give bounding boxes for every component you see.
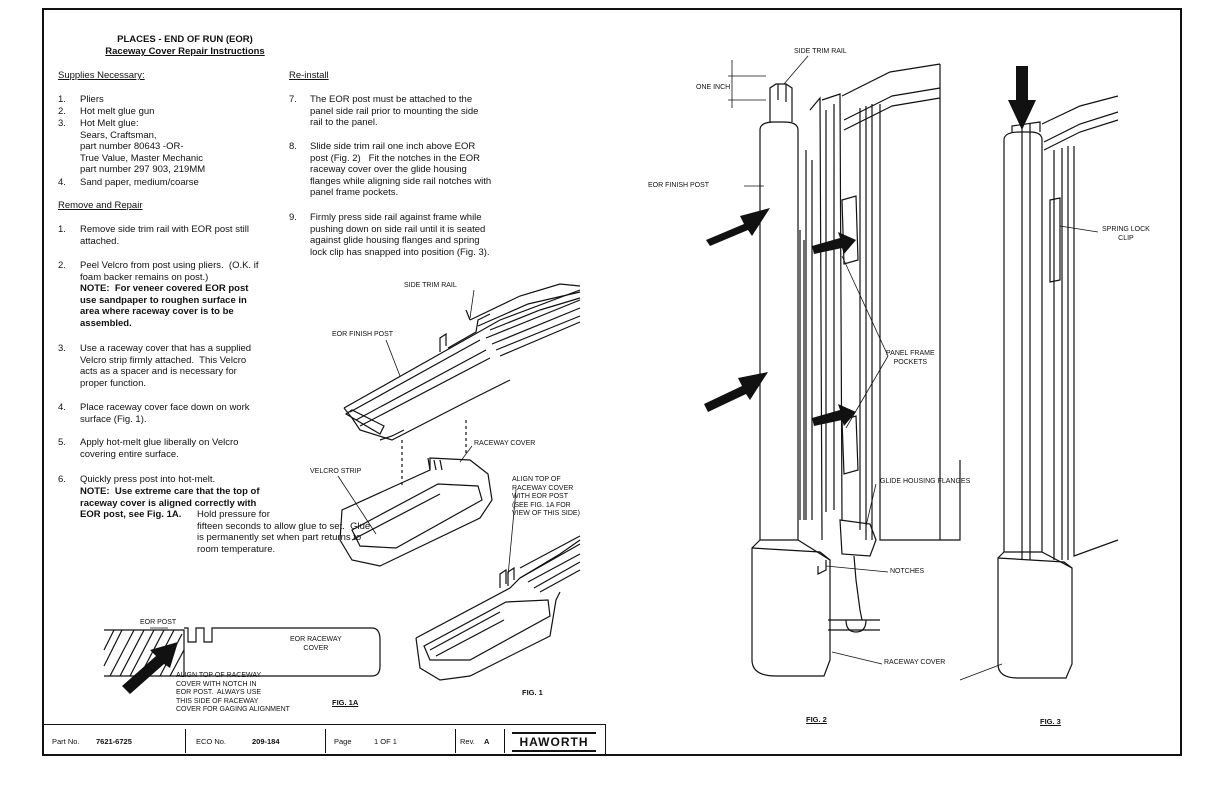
remove-step-6-note: NOTE: Use extreme care that the top of r… [80, 486, 260, 521]
fig2-arrow-pocket-2 [812, 404, 856, 426]
arrows [122, 66, 1036, 694]
fig2-label-side-trim-rail: SIDE TRIM RAIL [794, 48, 847, 55]
remove-step-4: Place raceway cover face down on work su… [80, 402, 250, 425]
fig2-arrow-upper [706, 208, 770, 246]
eco-label: ECO No. [196, 737, 227, 746]
remove-heading: Remove and Repair [58, 200, 143, 211]
supplies-item-3: Hot Melt glue: Sears, Craftsman, part nu… [80, 118, 206, 176]
fig1-assembled-drawing [415, 535, 581, 681]
reinstall-step-9: Firmly press side rail against frame whi… [310, 212, 490, 258]
remove-step-2-note: NOTE: For veneer covered EOR post use sa… [80, 283, 249, 329]
reinstall-num-7: 7. [289, 94, 297, 105]
title-block [42, 724, 606, 756]
fig3-drawing [997, 95, 1119, 679]
reinstall-num-9: 9. [289, 212, 297, 223]
supplies-item-1: Pliers [80, 94, 104, 105]
page-border [42, 8, 1182, 756]
fig1a-arrow [122, 642, 178, 694]
supplies-num-2: 2. [58, 106, 66, 117]
fig2-label-glide-housing-flanges: GLIDE HOUSING FLANGES [880, 478, 971, 485]
remove-step-3: Use a raceway cover that has a supplied … [80, 343, 252, 389]
fig2-drawing [751, 63, 961, 677]
fig2-label-one-inch: ONE INCH [696, 84, 731, 91]
fig2-label-raceway-cover: RACEWAY COVER [884, 659, 946, 666]
reinstall-step-8: Slide side trim rail one inch above EOR … [310, 141, 492, 199]
fig2-caption: FIG. 2 [806, 715, 827, 724]
fig1a-label-align-note: ALIGN TOP OF RACEWAY COVER WITH NOTCH IN… [176, 672, 290, 713]
part-no-label: Part No. [52, 737, 80, 746]
reinstall-step-7: The EOR post must be attached to the pan… [310, 94, 479, 129]
fig2-label-panel-frame-pockets: PANEL FRAME POCKETS [886, 350, 935, 366]
fig2-arrow-lower [704, 372, 768, 412]
fig1-label-eor-finish-post: EOR FINISH POST [332, 331, 394, 338]
fig1-label-velcro-strip: VELCRO STRIP [310, 468, 362, 475]
remove-num-4: 4. [58, 402, 66, 413]
fig3-caption: FIG. 3 [1040, 717, 1061, 726]
remove-num-2: 2. [58, 260, 66, 271]
fig1-label-align-note: ALIGN TOP OF RACEWAY COVER WITH EOR POST… [512, 476, 580, 517]
rev-label: Rev. [460, 737, 475, 746]
supplies-num-4: 4. [58, 177, 66, 188]
page-value: 1 OF 1 [374, 737, 397, 746]
document-subtitle: Raceway Cover Repair Instructions [105, 46, 265, 57]
reinstall-heading: Re-install [289, 70, 329, 81]
fig3-arrow [1008, 66, 1036, 130]
fig1-label-side-trim-rail: SIDE TRIM RAIL [404, 282, 457, 289]
supplies-num-3: 3. [58, 118, 66, 129]
haworth-logo: HAWORTH [512, 732, 596, 752]
rev-value: A [484, 737, 490, 746]
fig1-tray-drawing [339, 420, 493, 567]
supplies-num-1: 1. [58, 94, 66, 105]
fig2-label-eor-finish-post: EOR FINISH POST [648, 182, 710, 189]
remove-num-5: 5. [58, 437, 66, 448]
fig1a-label-eor-raceway-cover: EOR RACEWAY COVER [290, 636, 342, 652]
fig2-label-notches: NOTCHES [890, 568, 925, 575]
remove-num-3: 3. [58, 343, 66, 354]
fig1-caption: FIG. 1 [522, 688, 543, 697]
remove-step-2: Peel Velcro from post using pliers. (O.K… [80, 260, 259, 283]
fig3-label-spring-lock-clip: SPRING LOCK CLIP [1102, 226, 1150, 242]
remove-step-5: Apply hot-melt glue liberally on Velcro … [80, 437, 239, 460]
fig2-arrow-pocket-1 [812, 232, 856, 254]
remove-step-6: Quickly press post into hot-melt. [80, 474, 216, 485]
fig1a-label-eor-post: EOR POST [140, 619, 177, 626]
fig1a-caption: FIG. 1A [332, 698, 359, 707]
supplies-item-4: Sand paper, medium/coarse [80, 177, 199, 188]
eco-value: 209-184 [252, 737, 280, 746]
page-label: Page [334, 737, 352, 746]
reinstall-num-8: 8. [289, 141, 297, 152]
remove-step-1: Remove side trim rail with EOR post stil… [80, 224, 249, 247]
supplies-heading: Supplies Necessary: [58, 70, 145, 81]
part-no-value: 7621-6725 [96, 737, 132, 746]
remove-num-1: 1. [58, 224, 66, 235]
document-title: PLACES - END OF RUN (EOR) [117, 34, 253, 45]
fig1-post-drawing [343, 283, 581, 441]
supplies-item-2: Hot melt glue gun [80, 106, 155, 117]
fig1-label-raceway-cover: RACEWAY COVER [474, 440, 536, 447]
remove-num-6: 6. [58, 474, 66, 485]
